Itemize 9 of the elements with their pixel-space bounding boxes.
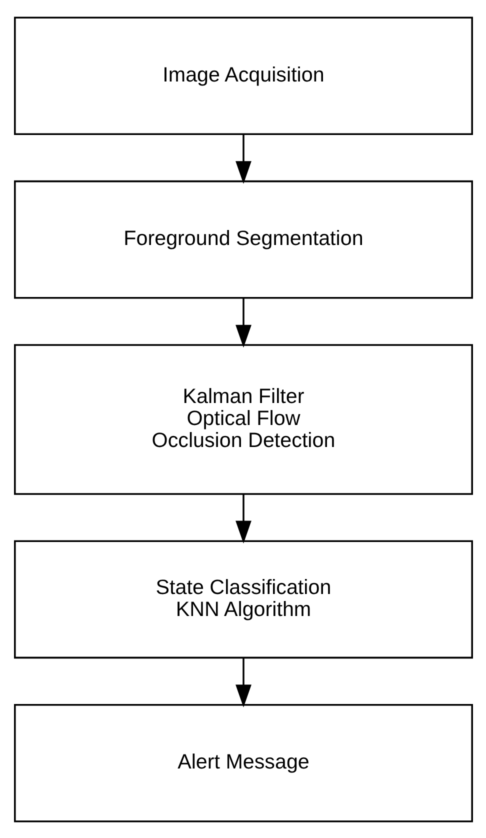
node-box: Foreground Segmentation: [14, 180, 472, 298]
node-box: State Classification KNN Algorithm: [14, 540, 472, 658]
arrow: [235, 298, 251, 348]
arrow: [235, 493, 251, 543]
node-box: Alert Message: [14, 704, 472, 822]
node-box: Kalman Filter Optical Flow Occlusion Detection: [14, 344, 472, 494]
arrow: [235, 658, 251, 707]
arrow: [235, 134, 251, 184]
node-box: Image Acquisition: [14, 16, 472, 134]
